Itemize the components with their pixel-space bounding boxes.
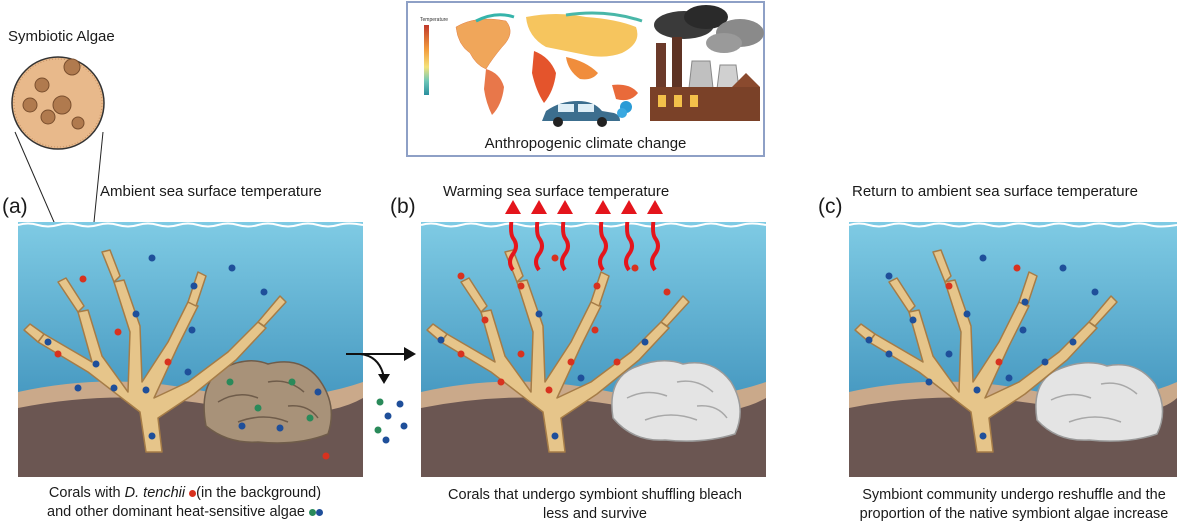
legend-title: Temperature [420, 17, 448, 23]
car-icon [542, 101, 632, 127]
heat-arrow-heads [505, 200, 663, 214]
caption-a-prefix: Corals with [48, 485, 125, 501]
staghorn-coral [426, 249, 690, 453]
inset-title: Symbiotic Algae [8, 28, 115, 45]
climate-caption: Anthropogenic climate change [484, 135, 687, 152]
caption-b-line2: less and survive [543, 506, 647, 522]
panel-c-heading: Return to ambient sea surface temperatur… [852, 183, 1138, 200]
caption-a-species: D. tenchii [124, 485, 186, 501]
panel-a-caption: Corals with D. tenchii (in the backgroun… [0, 484, 370, 522]
panel-a-scene [18, 222, 363, 477]
symbiotic-algae-inset [11, 56, 105, 150]
panel-b-letter: (b) [390, 195, 416, 218]
symbiont-dots-b [437, 254, 671, 440]
dtenchii-dot-legend [189, 489, 197, 497]
caption-c-line1: Symbiont community undergo reshuffle and… [862, 487, 1166, 503]
panel-a-letter: (a) [2, 195, 28, 218]
caption-a-suffix: (in the background) [196, 485, 322, 501]
panel-c-letter: (c) [818, 195, 843, 218]
brain-coral-bleached [1035, 362, 1164, 442]
panel-b-heading: Warming sea surface temperature [443, 183, 670, 200]
heat-sensitive-dot-blue-legend [315, 508, 323, 516]
panel-b-scene [421, 222, 766, 477]
factory-icon [650, 5, 764, 121]
panel-c-caption: Symbiont community undergo reshuffle and… [828, 486, 1200, 524]
symbiont-dots-a [44, 254, 330, 460]
staghorn-coral [23, 249, 287, 453]
panel-a-caption-line2: and other dominant heat-sensitive algae [0, 503, 370, 522]
heat-rising-arrows [508, 222, 660, 272]
panel-a-caption-line1: Corals with D. tenchii (in the backgroun… [0, 484, 370, 503]
caption-c-line2: proportion of the native symbiont algae … [859, 506, 1169, 522]
panel-c-scene [849, 222, 1177, 477]
brain-coral-brown [203, 360, 333, 444]
transition-arrow [346, 347, 416, 444]
caption-a-line2: and other dominant heat-sensitive algae [47, 504, 305, 520]
climate-change-box: Temperature Anthropogenic c [406, 1, 765, 157]
heat-sensitive-dot-green-legend [308, 508, 316, 516]
caption-b-line1: Corals that undergo symbiont shuffling b… [448, 487, 742, 503]
world-temperature-map: Temperature [420, 11, 643, 115]
brain-coral-bleached [611, 360, 741, 442]
panel-a-heading: Ambient sea surface temperature [100, 183, 322, 200]
symbiont-dots-c [865, 254, 1099, 440]
panel-b-caption: Corals that undergo symbiont shuffling b… [405, 486, 785, 524]
